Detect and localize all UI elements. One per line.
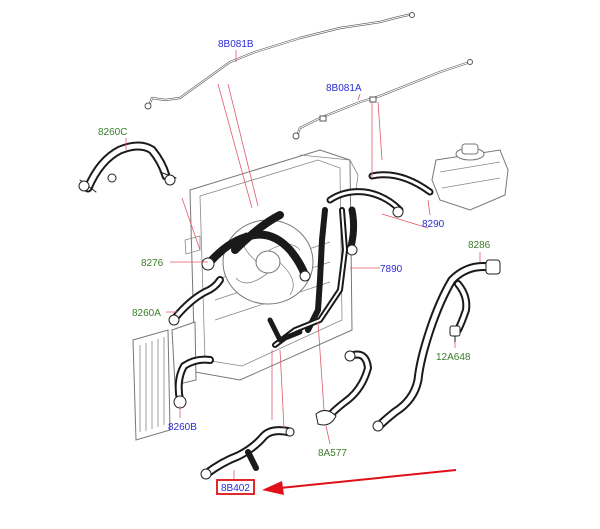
- part-labels: 8B081B 8B081A 8260C 8290 8286 8276 7890 …: [98, 39, 491, 459]
- label-8276: 8276: [141, 258, 164, 269]
- expansion-tank: [431, 143, 509, 211]
- hose-8a577: [315, 350, 372, 426]
- label-8b081b: 8B081B: [218, 39, 254, 50]
- label-8a577: 8A577: [318, 448, 347, 459]
- hose-8260a: [168, 276, 224, 326]
- highlight-8b402: 8B402: [216, 469, 457, 495]
- label-8286: 8286: [468, 240, 491, 251]
- arrow-icon: [262, 469, 457, 495]
- hose-8b402: [200, 426, 295, 480]
- hose-8286-branch: [454, 280, 471, 334]
- pipe-8b081b: [144, 12, 415, 110]
- label-8b402: 8B402: [221, 483, 250, 494]
- label-8260b: 8260B: [168, 422, 197, 433]
- label-8260c: 8260C: [98, 127, 127, 138]
- radiator-assembly: [132, 149, 359, 441]
- clip-12a648: [449, 325, 461, 343]
- leader-lines: [125, 50, 481, 480]
- label-12a648: 12A648: [436, 352, 471, 363]
- label-8b081a: 8B081A: [326, 83, 362, 94]
- hose-main-upper: [201, 171, 434, 282]
- label-7890: 7890: [380, 264, 403, 275]
- label-8290: 8290: [422, 219, 445, 230]
- hose-8260c: [78, 141, 177, 193]
- highlight-box: [216, 479, 255, 495]
- hose-radiator-side: [267, 207, 348, 348]
- pipe-8b081a: [292, 59, 473, 140]
- hose-8286: [372, 259, 501, 432]
- label-8260a: 8260A: [132, 308, 161, 319]
